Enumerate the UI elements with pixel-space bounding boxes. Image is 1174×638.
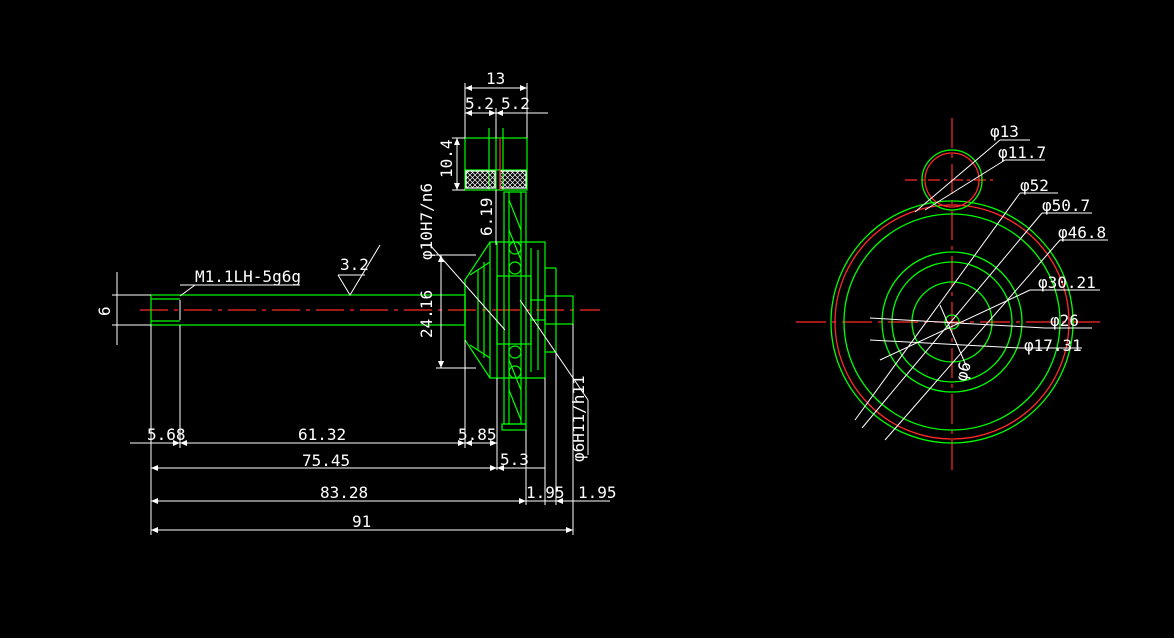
- dim-10-4: 10.4: [437, 139, 456, 178]
- dim-5-68: 5.68: [147, 425, 186, 444]
- end-view-circles: [830, 149, 1074, 444]
- dim-5-85: 5.85: [458, 425, 497, 444]
- end-view-leaders: [854, 139, 1108, 441]
- dim-dia-30-21: φ30.21: [1038, 273, 1096, 292]
- dim-5-2-a: 5.2: [465, 94, 494, 113]
- dim-dia-17-31: φ17.31: [1024, 336, 1082, 355]
- roughness-value: 3.2: [340, 255, 369, 274]
- dim-dia-50-7: φ50.7: [1042, 196, 1090, 215]
- dim-83-28: 83.28: [320, 483, 368, 502]
- end-view: φ13 φ11.7 φ52 φ50.7 φ46.8 φ30.21 φ26 φ17…: [796, 118, 1108, 470]
- end-view-texts: φ13 φ11.7 φ52 φ50.7 φ46.8 φ30.21 φ26 φ17…: [952, 122, 1107, 383]
- dim-13: 13: [486, 69, 505, 88]
- dim-dia-6: φ6: [952, 360, 975, 384]
- dim-dia-52: φ52: [1020, 176, 1049, 195]
- dim-dia-46-8: φ46.8: [1058, 223, 1106, 242]
- thread-callout: M1.1LH-5g6g: [195, 267, 301, 286]
- side-dimension-lines: [112, 83, 610, 535]
- dim-shaft-fit: φ6H11/h11: [569, 375, 588, 462]
- dim-1-95-a: 1.95: [526, 483, 565, 502]
- side-view: 5.68 61.32 5.85 5.3 75.45 83.28 1.95 1.9…: [95, 69, 617, 535]
- top-gear: [464, 128, 528, 191]
- bevel-gear-body: [464, 241, 557, 379]
- dim-dia-26: φ26: [1050, 311, 1079, 330]
- dim-91: 91: [352, 512, 371, 531]
- dim-61-32: 61.32: [298, 425, 346, 444]
- dim-5-2-b: 5.2: [501, 94, 530, 113]
- side-dimension-texts: 5.68 61.32 5.85 5.3 75.45 83.28 1.95 1.9…: [95, 69, 617, 531]
- dim-5-3: 5.3: [500, 450, 529, 469]
- dim-dia-11-7: φ11.7: [998, 143, 1046, 162]
- dim-6-19: 6.19: [477, 197, 496, 236]
- dim-bore-fit: φ10H7/n6: [417, 183, 436, 260]
- dim-75-45: 75.45: [302, 451, 350, 470]
- dim-shaft-dia: 6: [95, 306, 114, 316]
- dim-1-95-b: 1.95: [578, 483, 617, 502]
- gear-web: [496, 191, 532, 431]
- dim-dia-13: φ13: [990, 122, 1019, 141]
- dim-24-16: 24.16: [417, 290, 436, 338]
